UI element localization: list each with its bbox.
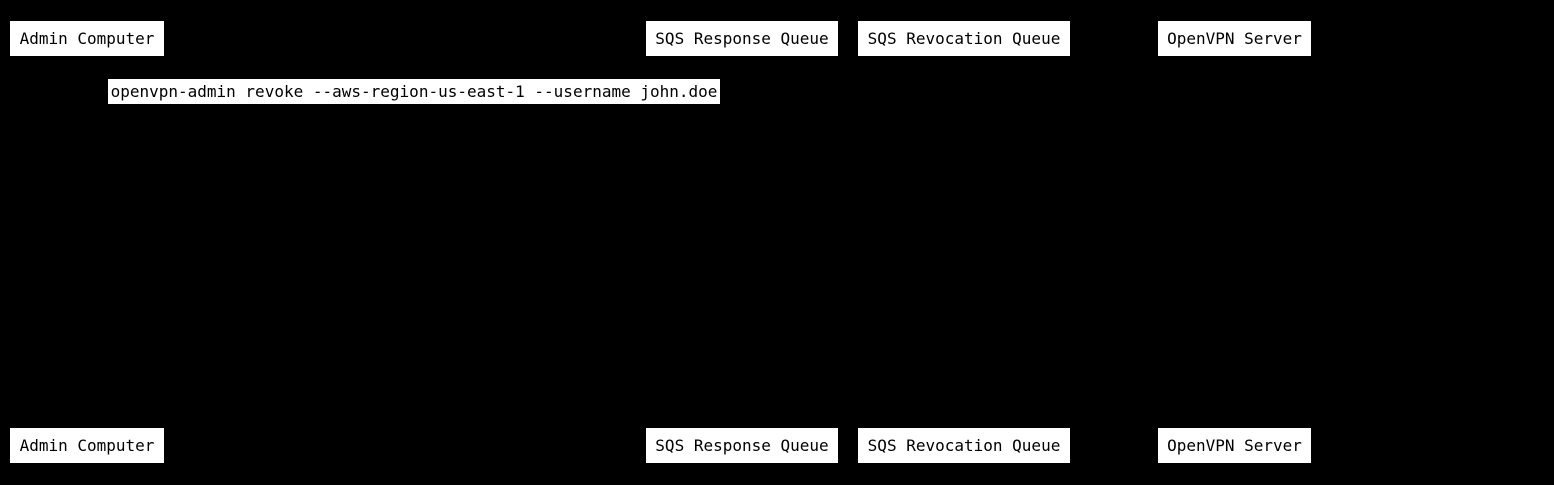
participant-sqs-response-queue-top: SQS Response Queue [646, 21, 838, 56]
lifeline-admin-computer [87, 56, 88, 428]
participant-openvpn-server-top: OpenVPN Server [1158, 21, 1311, 56]
lifeline-sqs-response-queue [742, 56, 743, 428]
participant-sqs-revocation-queue-top: SQS Revocation Queue [858, 21, 1070, 56]
lifeline-sqs-revocation-queue [964, 56, 965, 428]
participant-openvpn-server-bottom: OpenVPN Server [1158, 428, 1311, 463]
participant-admin-computer-top: Admin Computer [10, 21, 164, 56]
message-revoke-command-label: openvpn-admin revoke --aws-region-us-eas… [108, 79, 720, 104]
lifeline-openvpn-server [1234, 56, 1235, 428]
participant-sqs-response-queue-bottom: SQS Response Queue [646, 428, 838, 463]
participant-sqs-revocation-queue-bottom: SQS Revocation Queue [858, 428, 1070, 463]
participant-admin-computer-bottom: Admin Computer [10, 428, 164, 463]
